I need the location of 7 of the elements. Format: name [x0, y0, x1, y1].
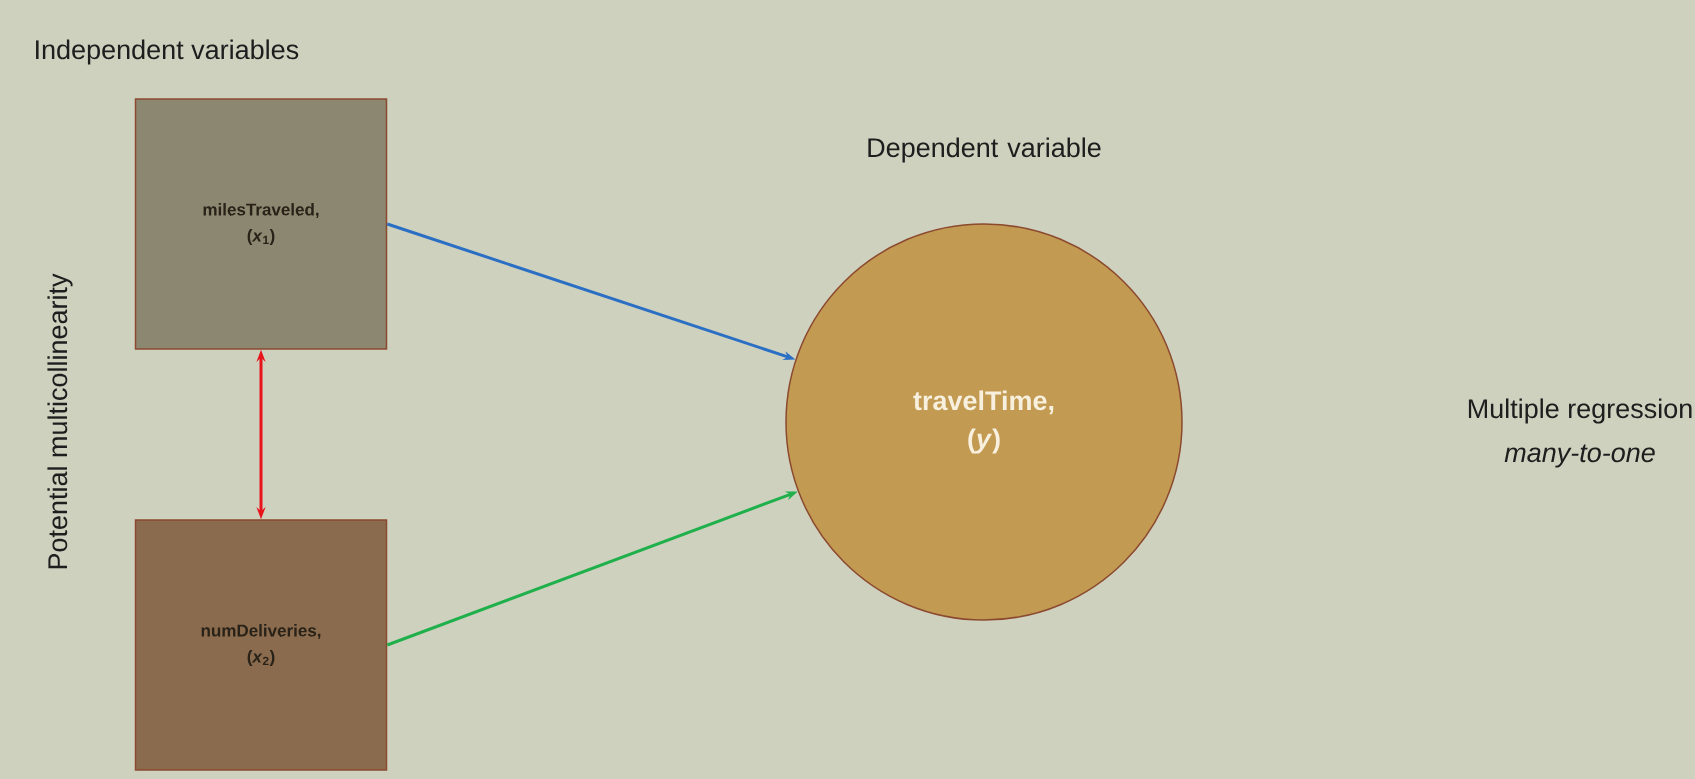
side-note: Multiple regression [1468, 398, 1692, 424]
heading: Independent variables [36, 39, 299, 65]
variable-box: numDeliveries, (x$_{2}$) [134, 519, 388, 771]
node-heading: Dependent variable [868, 137, 1101, 163]
side-note: many-to-one [1504, 444, 1655, 468]
axis-label: Potential multicollinearity [47, 273, 73, 569]
variable-box: milesTraveled, (x$_{1}$) [134, 98, 388, 350]
